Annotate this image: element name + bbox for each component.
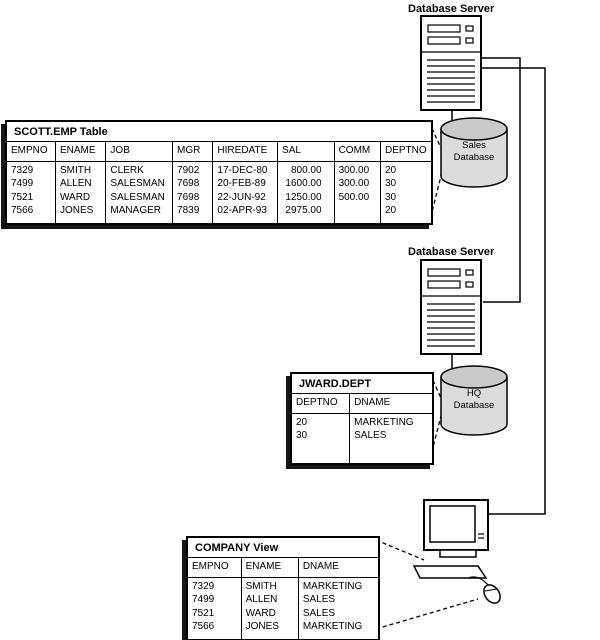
column-header: ENAME [54, 141, 106, 162]
table-cell: CLERK [105, 161, 173, 178]
column-header: JOB [105, 141, 173, 162]
column-header: DNAME [349, 393, 432, 414]
server-tower-icon [420, 15, 482, 111]
table-title: SCOTT.EMP Table [14, 126, 108, 138]
table-cell: 7839 [172, 205, 213, 223]
column-header: MGR [172, 141, 213, 162]
column-header: ENAME [240, 557, 299, 578]
keyboard-icon [412, 565, 488, 579]
table-cell: SALESMAN [105, 191, 173, 205]
table-cell: 22-JUN-92 [212, 191, 278, 205]
hq-database-label: HQ Database [453, 388, 495, 411]
table-cell: SALESMAN [105, 178, 173, 192]
table-cell: 1250.00 [277, 191, 335, 205]
table-cell: SALES [297, 607, 378, 621]
column-header: DEPTNO [380, 141, 431, 162]
column-header: SAL [277, 141, 335, 162]
table-cell: 20 [380, 205, 431, 223]
table-cell: ALLEN [54, 178, 106, 192]
column-header: COMM [333, 141, 381, 162]
table-cell: 500.00 [333, 191, 381, 205]
table-cell: 7698 [172, 178, 213, 192]
database-server-label-top: Database Server [408, 3, 495, 15]
sales-database-label: Sales Database [453, 140, 495, 163]
table-cell: 02-APR-93 [212, 205, 278, 223]
table-row: 30 SALES [292, 430, 432, 463]
mouse-cable [467, 576, 489, 586]
table-cell: 20 [296, 416, 308, 428]
column-header: EMPNO [188, 557, 242, 578]
table-cell: 7566 [192, 621, 215, 632]
network-connection-lines [451, 57, 546, 515]
table-title: JWARD.DEPT [299, 378, 372, 390]
table-cell: 1600.00 [277, 178, 335, 192]
column-header: HIREDATE [212, 141, 278, 162]
database-server-label-middle: Database Server [408, 246, 495, 258]
column-header: DNAME [297, 557, 378, 578]
table-cell: 7521 [11, 191, 34, 203]
desktop-computer-icon [412, 499, 501, 604]
table-cell: JONES [54, 205, 106, 223]
table-cell: MARKETING [297, 621, 378, 639]
table-cell: MANAGER [105, 205, 173, 223]
table-cell: 7698 [172, 191, 213, 205]
table-cell: 7566 [11, 205, 34, 216]
table-cell: 30 [380, 191, 431, 205]
table-cell: JONES [240, 621, 299, 639]
table-cell: MARKETING [349, 413, 432, 430]
mouse-icon [483, 584, 501, 604]
table-cell: 20 [380, 161, 431, 178]
table-cell: 7329 [11, 164, 34, 176]
table-cell: 7521 [192, 607, 215, 619]
table-cell [333, 205, 381, 223]
table-row: 20 MARKETING [292, 413, 432, 430]
table-cell: MARKETING [297, 577, 378, 594]
table-cell: WARD [54, 191, 106, 205]
column-header: DEPTNO [292, 393, 350, 414]
table-cell: 7329 [192, 580, 215, 592]
table-cell: 30 [380, 178, 431, 192]
table-cell: 2975.00 [277, 205, 335, 223]
table-cell: SMITH [240, 577, 299, 594]
table-cell: 300.00 [333, 178, 381, 192]
column-header: EMPNO [7, 141, 56, 162]
table-cell: SALES [349, 430, 432, 463]
table-cell: 800.00 [277, 161, 335, 178]
table-title: COMPANY View [195, 542, 279, 554]
table-cell: 17-DEC-80 [212, 161, 278, 178]
table-cell: 7902 [172, 161, 213, 178]
table-cell: 7499 [192, 594, 215, 605]
table-cell: SMITH [54, 161, 106, 178]
table-cell: 30 [296, 430, 308, 441]
table-cell: ALLEN [240, 594, 299, 608]
server-tower-icon [420, 259, 482, 355]
table-cell: 20-FEB-89 [212, 178, 278, 192]
table-cell: WARD [240, 607, 299, 621]
table-cell: SALES [297, 594, 378, 608]
table-cell: 7499 [11, 178, 34, 189]
table-cell: 300.00 [333, 161, 381, 178]
